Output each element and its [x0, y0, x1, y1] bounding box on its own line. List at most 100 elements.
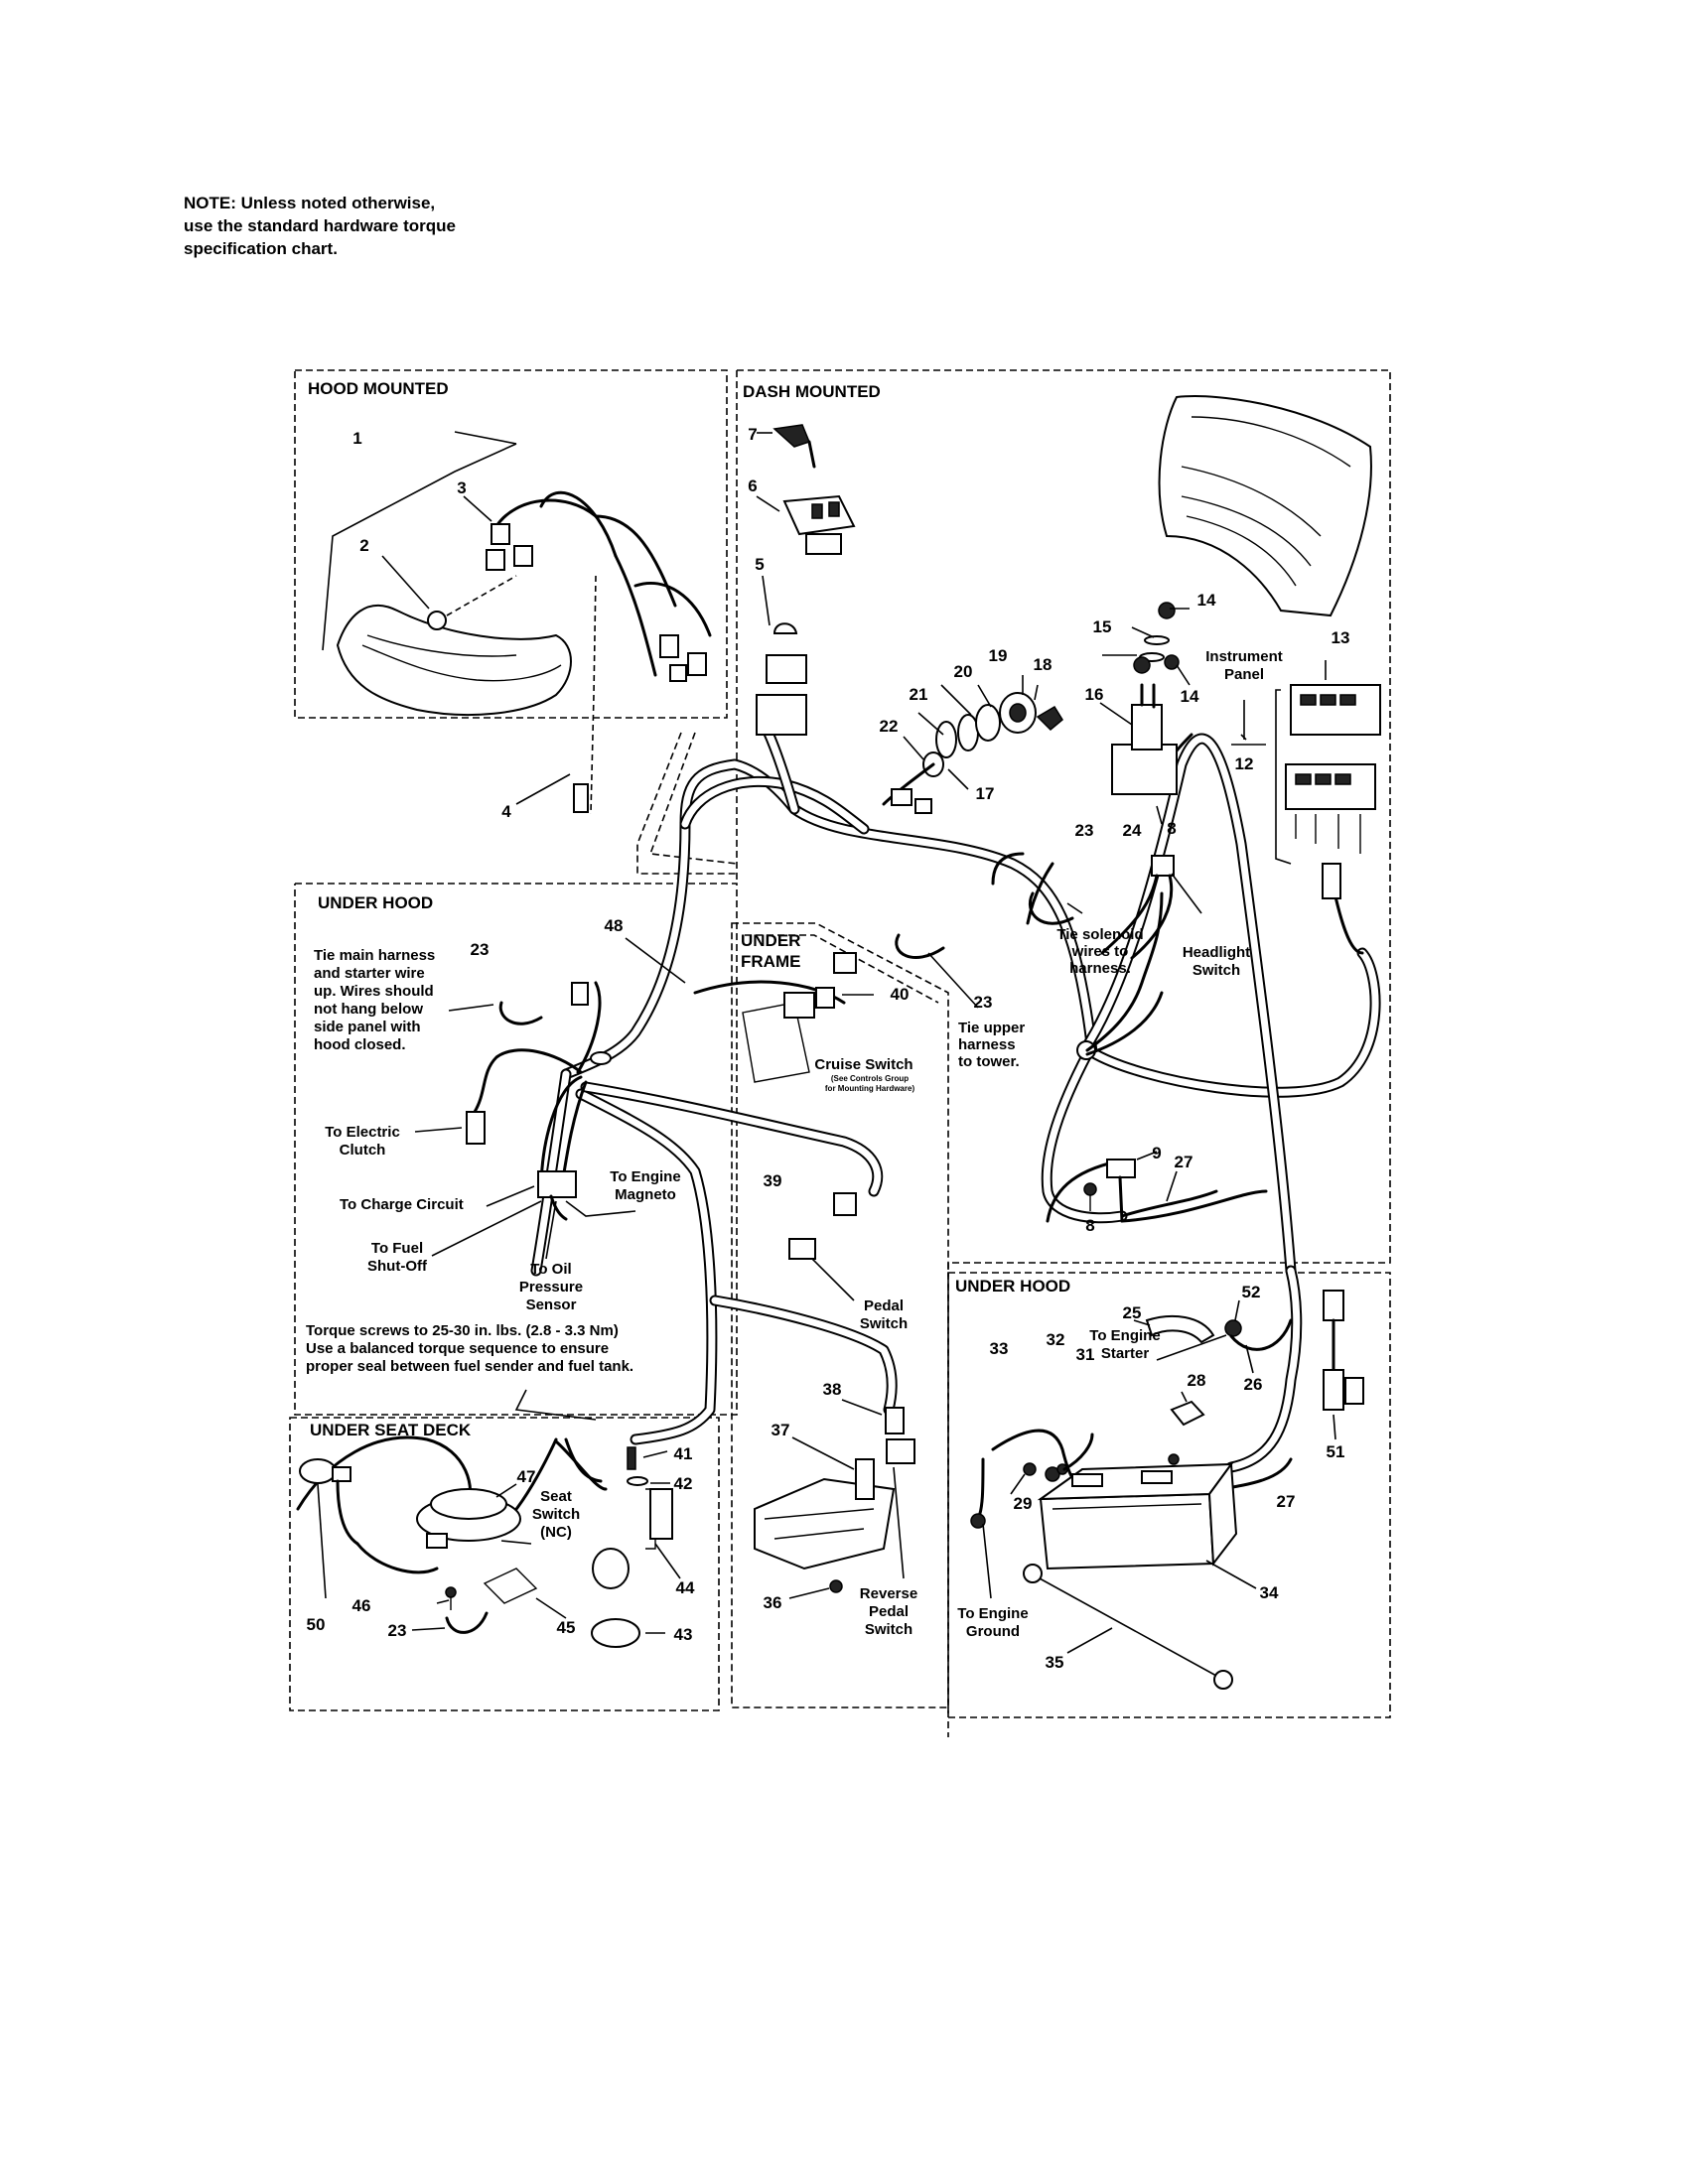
engine-ground-label-2: Ground [966, 1623, 1020, 1640]
callout-28: 28 [1188, 1371, 1206, 1390]
callout-3: 3 [457, 478, 466, 497]
cruise-note-2: for Mounting Hardware) [825, 1084, 915, 1093]
section-title-under-hood: UNDER HOOD [318, 893, 433, 912]
section-title-under-hood-right: UNDER HOOD [955, 1277, 1070, 1296]
callout-29: 29 [1014, 1494, 1033, 1513]
callout-8-bottom: 8 [1085, 1216, 1094, 1235]
hood-mounted-parts [322, 431, 712, 815]
callout-25: 25 [1123, 1303, 1142, 1322]
tie-solenoid-label-2: wires to [1071, 943, 1129, 960]
callout-20: 20 [954, 662, 973, 681]
callout-31: 31 [1076, 1345, 1095, 1364]
callout-23-upper: 23 [974, 993, 993, 1012]
engine-ground-label-1: To Engine [957, 1605, 1028, 1622]
callout-21: 21 [910, 685, 928, 704]
under-hood-right-parts [970, 1290, 1364, 1690]
section-boxes [289, 369, 1391, 1737]
callout-13: 13 [1332, 628, 1350, 647]
callout-45: 45 [557, 1618, 576, 1637]
seat-switch-label-1: Seat [540, 1488, 572, 1505]
tie-solenoid-label-3: harness. [1069, 960, 1131, 977]
callout-15: 15 [1093, 617, 1112, 636]
callout-35: 35 [1046, 1653, 1064, 1672]
callout-5: 5 [755, 555, 764, 574]
callout-43: 43 [674, 1625, 693, 1644]
reverse-pedal-label-3: Switch [865, 1621, 912, 1638]
callout-17: 17 [976, 784, 995, 803]
oil-pressure-label-3: Sensor [526, 1297, 577, 1313]
callout-18: 18 [1034, 655, 1052, 674]
pedal-switch-label-1: Pedal [864, 1297, 904, 1314]
callout-32: 32 [1047, 1330, 1065, 1349]
callout-42: 42 [674, 1474, 693, 1493]
callout-27-top: 27 [1175, 1153, 1193, 1171]
charge-circuit-label: To Charge Circuit [340, 1196, 464, 1213]
section-title-hood-mounted: HOOD MOUNTED [308, 379, 449, 398]
section-title-under-frame-2: FRAME [741, 952, 800, 971]
callout-52: 52 [1242, 1283, 1261, 1301]
main-harness [530, 719, 1381, 1473]
callout-37: 37 [772, 1421, 790, 1439]
torque-note-line-3: proper seal between fuel sender and fuel… [306, 1358, 633, 1375]
dash-mounted-parts [756, 395, 1381, 1223]
callout-6: 6 [748, 477, 757, 495]
section-title-dash-mounted: DASH MOUNTED [743, 382, 881, 401]
callout-19: 19 [989, 646, 1008, 665]
tie-main-label-2: and starter wire [314, 965, 425, 982]
engine-magneto-label-2: Magneto [615, 1186, 676, 1203]
hood-mounted-box [294, 369, 728, 719]
instrument-panel-label-2: Panel [1224, 666, 1264, 683]
note-block: NOTE: Unless noted otherwise, use the st… [184, 192, 601, 260]
callout-50: 50 [307, 1615, 326, 1634]
instrument-panel-label-1: Instrument [1205, 648, 1283, 665]
fuel-shutoff-label-1: To Fuel [371, 1240, 423, 1257]
callout-44: 44 [676, 1578, 695, 1597]
note-line: specification chart. [184, 239, 338, 258]
section-title-under-frame-1: UNDER [741, 931, 800, 950]
under-hood-connector-b [648, 732, 738, 865]
tie-main-label-1: Tie main harness [314, 947, 435, 964]
callout-22: 22 [880, 717, 899, 736]
callout-9: 9 [1152, 1144, 1161, 1162]
engine-starter-label-2: Starter [1101, 1345, 1150, 1362]
headlight-switch-label-1: Headlight [1183, 944, 1250, 961]
headlight-switch-label-2: Switch [1193, 962, 1240, 979]
under-frame-parts [742, 952, 915, 1599]
pedal-switch-label-2: Switch [860, 1315, 908, 1332]
callout-36: 36 [764, 1593, 782, 1612]
reverse-pedal-label-2: Pedal [869, 1603, 909, 1620]
torque-note-line-1: Torque screws to 25-30 in. lbs. (2.8 - 3… [306, 1322, 619, 1339]
callout-46: 46 [352, 1596, 371, 1615]
callout-33: 33 [990, 1339, 1009, 1358]
electric-clutch-label-1: To Electric [325, 1124, 400, 1141]
callout-14-top: 14 [1197, 591, 1216, 610]
callout-2: 2 [359, 536, 368, 555]
under-hood-right-box [947, 1272, 1391, 1718]
callout-16: 16 [1085, 685, 1104, 704]
callout-41: 41 [674, 1444, 693, 1463]
engine-magneto-label-1: To Engine [610, 1168, 680, 1185]
tie-solenoid-label-1: Tie solenoid [1056, 926, 1143, 943]
tie-upper-label-3: to tower. [958, 1053, 1020, 1070]
tie-main-label-4: not hang below [314, 1001, 423, 1018]
engine-starter-label-1: To Engine [1089, 1327, 1160, 1344]
tie-main-label-5: side panel with [314, 1019, 421, 1035]
callout-27-bottom: 27 [1277, 1492, 1296, 1511]
callout-34: 34 [1260, 1583, 1279, 1602]
callout-12: 12 [1235, 754, 1254, 773]
seat-switch-label-3: (NC) [540, 1524, 572, 1541]
callout-48: 48 [605, 916, 624, 935]
torque-note-line-2: Use a balanced torque sequence to ensure [306, 1340, 609, 1357]
callout-7: 7 [748, 425, 757, 444]
callout-24: 24 [1123, 821, 1142, 840]
tie-upper-label-1: Tie upper [958, 1020, 1025, 1036]
cruise-note-1: (See Controls Group [831, 1074, 909, 1083]
callout-26: 26 [1244, 1375, 1263, 1394]
under-seat-deck-box [289, 1417, 720, 1711]
callout-23-seat: 23 [388, 1621, 407, 1640]
callout-51: 51 [1327, 1442, 1345, 1461]
note-line: use the standard hardware torque [184, 216, 456, 235]
callout-39: 39 [764, 1171, 782, 1190]
callout-23-dash: 23 [1075, 821, 1094, 840]
